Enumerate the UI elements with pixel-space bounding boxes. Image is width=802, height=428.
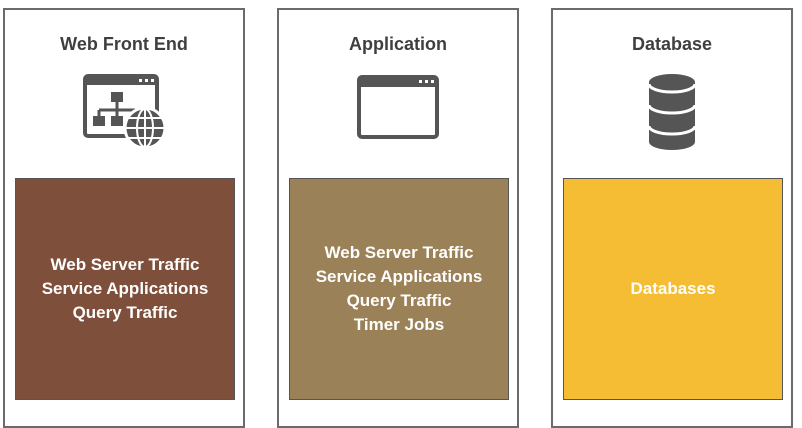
workload-item: Service Applications [315,267,483,286]
tier-title: Web Front End [60,34,188,54]
tier-workload-box: Web Server Traffic Service Applications … [15,178,235,400]
workload-item: Web Server Traffic [324,243,474,262]
tier-web-front-end: Web Front End Web Server Traffic Service… [3,8,245,428]
tier-workload-box: Databases [563,178,783,400]
workload-item: Databases [630,279,716,298]
workload-item: Timer Jobs [353,315,445,334]
workload-item: Query Traffic [72,303,178,322]
application-window-icon [357,75,439,139]
workload-item: Service Applications [41,279,209,298]
tier-database: Database Databases [551,8,793,428]
tier-title: Database [631,34,713,54]
tier-application: Application Web Server Traffic Service A… [277,8,519,428]
tier-workload-box: Web Server Traffic Service Applications … [289,178,509,400]
web-server-globe-icon [83,74,167,150]
database-icon [647,74,697,150]
workload-item: Query Traffic [346,291,452,310]
workload-item: Web Server Traffic [50,255,200,274]
tier-title: Application [349,34,447,54]
